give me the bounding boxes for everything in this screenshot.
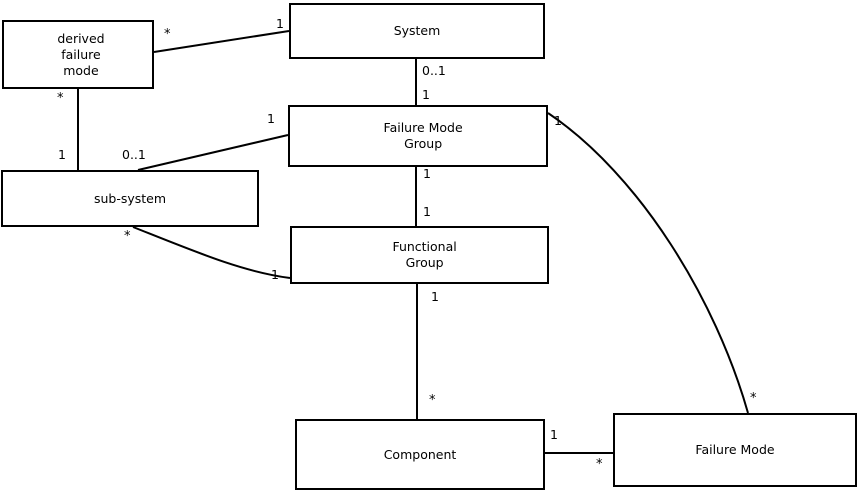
multiplicity-m-derived-to-subsystem-source: * [57, 91, 64, 106]
multiplicity-m-subsystem-to-fmg-source: 0..1 [122, 147, 146, 162]
class-name-derived-failure-mode: derived failure mode [57, 30, 105, 78]
multiplicity-m-subsystem-to-fg-target: 1 [271, 267, 279, 282]
multiplicity-m-fmg-to-fg-source: 1 [423, 166, 431, 181]
multiplicity-m-system-to-fmg-target: 1 [422, 87, 430, 102]
multiplicity-m-derived-to-subsystem-target: 1 [58, 147, 66, 162]
edge-sub-system-to-failure-mode-group [137, 134, 289, 171]
class-box-failure-mode-group[interactable]: Failure Mode Group [288, 105, 548, 167]
multiplicity-m-component-to-fm-source: 1 [550, 427, 558, 442]
class-box-derived-failure-mode[interactable]: derived failure mode [2, 20, 154, 89]
multiplicity-m-subsystem-to-fg-source: * [124, 229, 131, 244]
multiplicity-m-fmg-to-fg-target: 1 [423, 204, 431, 219]
multiplicity-m-fmg-to-fm-target: * [750, 391, 757, 406]
multiplicity-m-component-to-fm-target: * [596, 457, 603, 472]
multiplicity-m-fg-to-component-target: * [429, 393, 436, 408]
multiplicity-m-system-to-fmg-source: 0..1 [422, 63, 446, 78]
class-name-functional-group: Functional Group [392, 239, 457, 270]
multiplicity-m-fmg-to-fm-source: 1 [554, 113, 562, 128]
edge-failure-mode-group-to-failure-mode [547, 112, 749, 414]
class-name-system: System [393, 23, 441, 38]
multiplicity-m-subsystem-to-fmg-target: 1 [267, 111, 275, 126]
class-box-sub-system[interactable]: sub-system [1, 170, 259, 227]
association-lines [77, 30, 749, 454]
multiplicity-m-derived-to-system-source: * [164, 27, 171, 42]
class-name-failure-mode: Failure Mode [695, 442, 775, 457]
class-box-functional-group[interactable]: Functional Group [290, 226, 549, 284]
class-name-component: Component [383, 446, 457, 462]
edge-derived-to-system [153, 30, 290, 53]
edge-sub-system-to-functional-group [132, 226, 291, 279]
class-box-system[interactable]: System [289, 3, 545, 59]
class-box-failure-mode[interactable]: Failure Mode [613, 413, 857, 487]
multiplicity-m-fg-to-component-source: 1 [431, 289, 439, 304]
class-name-sub-system: sub-system [93, 190, 167, 206]
class-box-component[interactable]: Component [295, 419, 545, 490]
class-name-failure-mode-group: Failure Mode Group [383, 120, 463, 151]
multiplicity-m-derived-to-system-target: 1 [276, 16, 284, 31]
